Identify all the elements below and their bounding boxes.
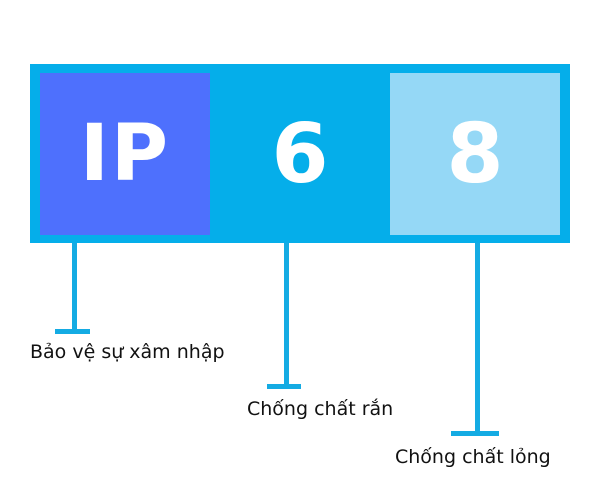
first-digit-text: 6 (271, 106, 329, 202)
second-digit-connector-line (475, 243, 480, 436)
first-digit-label: Chống chất rắn (247, 398, 394, 420)
ip-code-frame: IP 6 8 (30, 64, 570, 243)
first-digit-connector-line (284, 243, 289, 389)
first-digit-box: 6 (210, 73, 390, 235)
ip-prefix-text: IP (79, 109, 171, 199)
ip-prefix-box: IP (40, 73, 210, 235)
prefix-connector-bar (55, 329, 90, 334)
second-digit-box: 8 (390, 73, 560, 235)
second-digit-label: Chống chất lỏng (395, 446, 551, 468)
prefix-connector-line (72, 243, 77, 334)
first-digit-connector-bar (267, 384, 301, 389)
second-digit-text: 8 (446, 106, 504, 202)
prefix-label: Bảo vệ sự xâm nhập (30, 341, 225, 363)
second-digit-connector-bar (451, 431, 499, 436)
